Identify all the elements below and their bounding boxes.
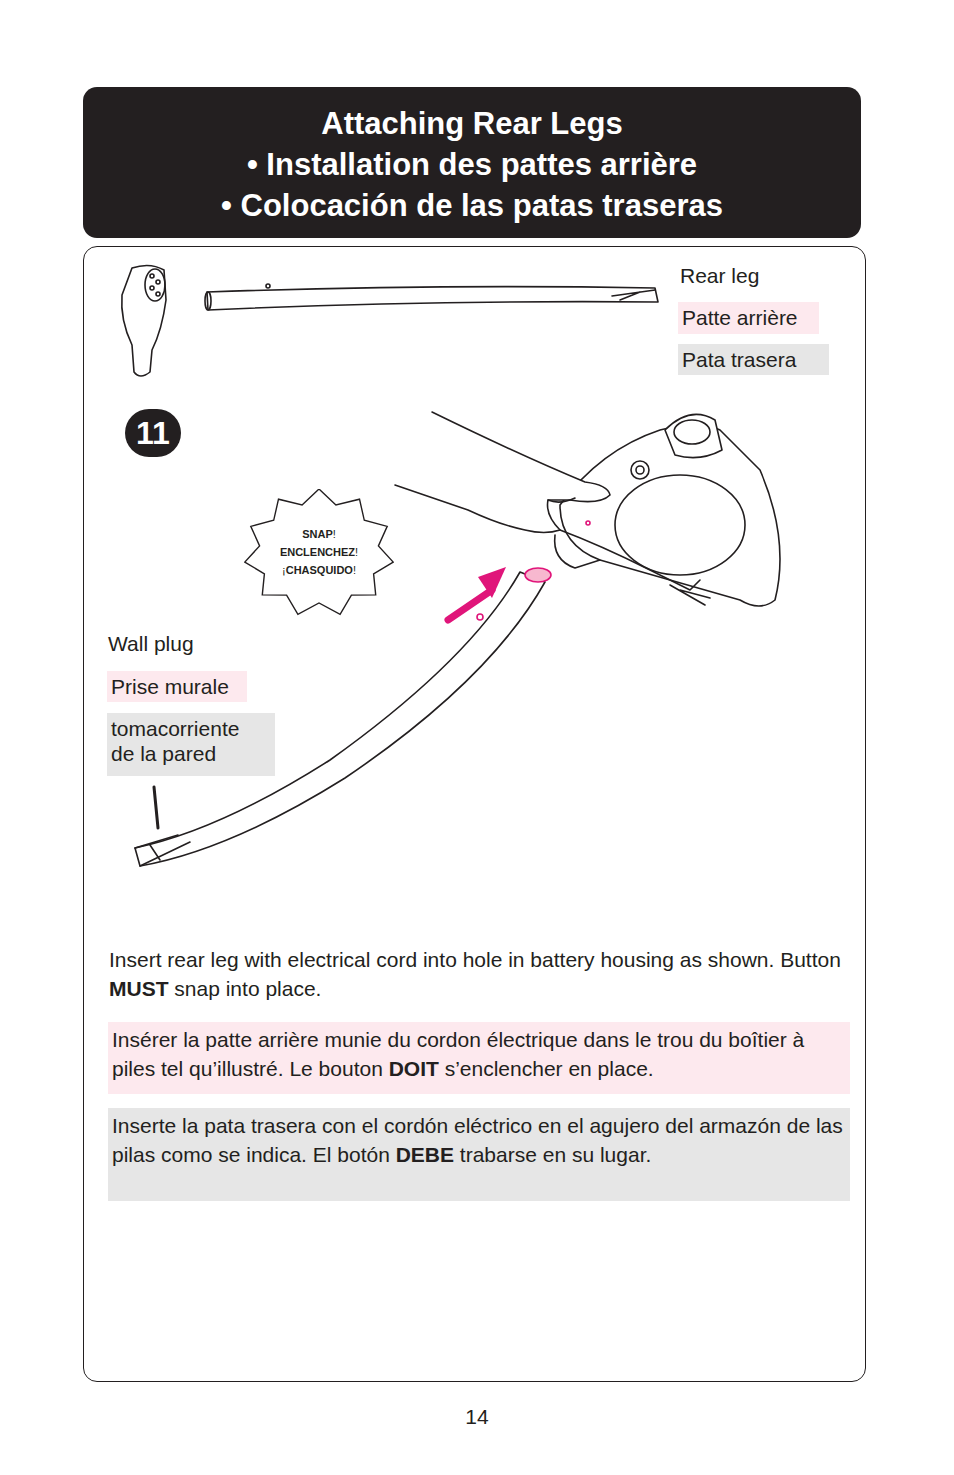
node-text: Attaching Rear Legs	[93, 103, 851, 144]
node-text: • Colocación de las patas traseras	[93, 185, 851, 226]
node-text: Insérer la patte arrière munie du cordon…	[112, 1025, 846, 1083]
node-text: Patte arrière	[682, 305, 815, 330]
node-text: • Installation des pattes arrière	[93, 144, 851, 185]
node-text: tomacorriente de la pared	[111, 716, 261, 766]
node-text: Insert rear leg with electrical cord int…	[109, 945, 849, 1003]
step-number: 11	[125, 409, 181, 457]
title-banner: Attaching Rear Legs• Installation des pa…	[83, 87, 861, 238]
spanish-instruction-box: Inserte la pata trasera con el cordón el…	[108, 1108, 850, 1201]
french-label-box: Patte arrière	[678, 302, 819, 334]
french-label-box: Prise murale	[107, 671, 247, 702]
node-text: SNAP! ENCLENCHEZ! ¡CHASQUIDO!	[276, 489, 362, 579]
page-number: 14	[465, 1404, 488, 1430]
node-text: 11	[125, 409, 181, 457]
spanish-label-box: tomacorriente de la pared	[107, 713, 275, 776]
node-text: Prise murale	[111, 674, 243, 699]
node-text: Pata trasera	[682, 347, 825, 372]
part-name: Rear leg	[680, 263, 759, 289]
spanish-label-box: Pata trasera	[678, 344, 829, 375]
step-panel: Insert rear leg with electrical cord int…	[83, 246, 866, 1382]
node-text: Inserte la pata trasera con el cordón el…	[112, 1111, 846, 1169]
french-instruction-box: Insérer la patte arrière munie du cordon…	[108, 1022, 850, 1094]
part-name: Wall plug	[108, 631, 194, 657]
snap-starburst: SNAP! ENCLENCHEZ! ¡CHASQUIDO!	[244, 489, 394, 617]
